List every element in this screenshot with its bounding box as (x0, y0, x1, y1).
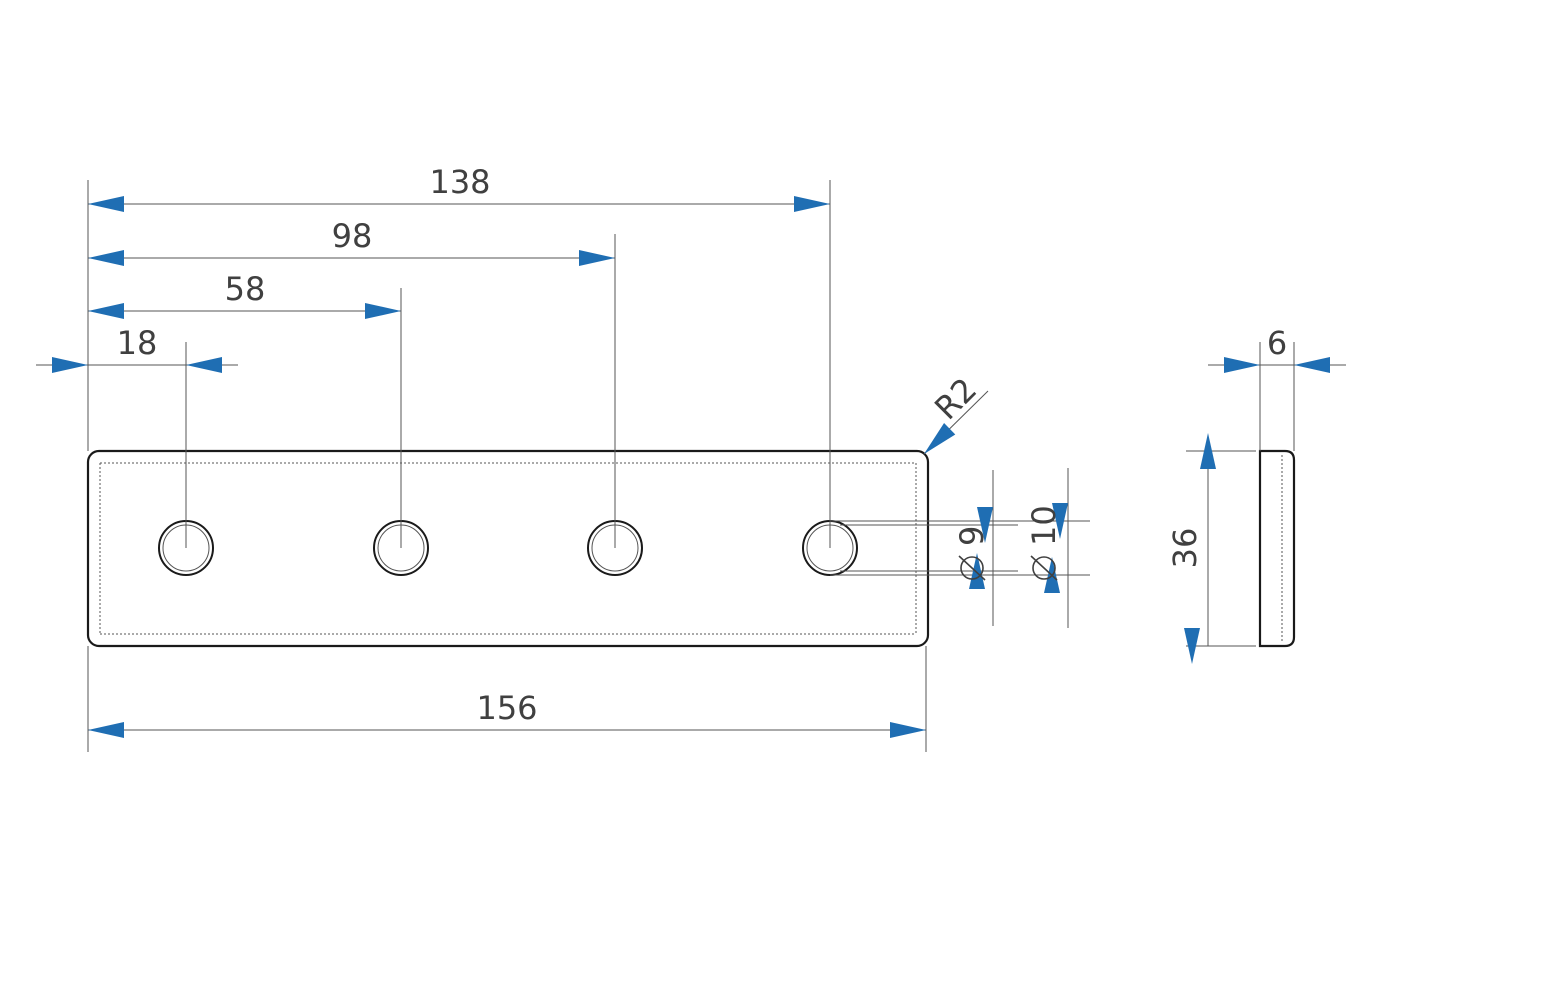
dim-6-label: 6 (1267, 324, 1287, 362)
dim-diameter: 9 10 (830, 468, 1090, 628)
dim-36-label: 36 (1166, 528, 1204, 569)
plate-outline (86, 449, 930, 648)
dim-diameter-10: 10 (1025, 468, 1069, 628)
side-view: 6 36 (1166, 324, 1346, 664)
diameter-slash-icon (1030, 555, 1058, 581)
dim-156: 156 (88, 689, 926, 738)
dim-98: 98 (88, 217, 615, 266)
side-outline (1258, 449, 1296, 648)
dim-r2-label: R2 (927, 370, 984, 427)
dim-58-label: 58 (225, 270, 266, 308)
dim-diameter-9: 9 (953, 470, 994, 626)
dim-diameter-9-label: 9 (953, 526, 991, 546)
dim-36: 36 (1166, 433, 1256, 664)
dim-138-label: 138 (429, 163, 490, 201)
diameter-slash-icon (958, 555, 986, 581)
front-view (86, 449, 930, 648)
diameter-symbol-icon (960, 556, 984, 580)
dim-156-label: 156 (476, 689, 537, 727)
dim-diameter-10-label: 10 (1025, 505, 1063, 546)
dim-18-label: 18 (117, 324, 158, 362)
dim-138: 138 (88, 163, 830, 212)
diameter-symbol-icon (1032, 556, 1056, 580)
dim-r2: R2 (918, 370, 989, 460)
dim-58: 58 (88, 270, 401, 319)
extension-lines (87, 180, 927, 752)
dim-18: 18 (36, 324, 238, 373)
dim-6: 6 (1208, 324, 1346, 451)
dim-98-label: 98 (332, 217, 373, 255)
